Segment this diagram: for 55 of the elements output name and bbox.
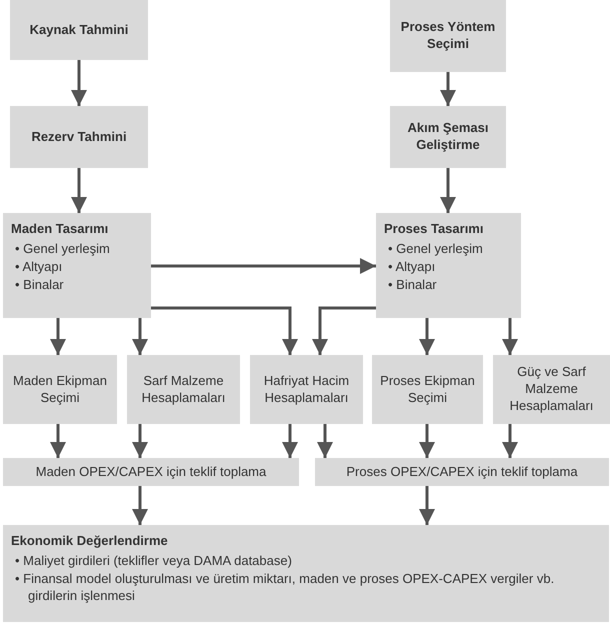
process-box (3, 213, 151, 318)
box-label: Sarf Malzeme Hesaplamaları (140, 372, 226, 406)
process-box (390, 0, 506, 72)
bullet-item: • Genel yerleşim (388, 240, 484, 258)
process-box (250, 355, 363, 424)
arrow (50, 318, 66, 355)
box-label: Rezerv Tahmini (31, 128, 127, 146)
box-label: Güç ve Sarf Malzeme Hesaplamaları (508, 364, 594, 415)
box-heading: Proses Tasarımı (384, 221, 484, 238)
arrow (71, 60, 87, 106)
arrow (312, 306, 376, 355)
box-label: Kaynak Tahmini (30, 22, 128, 38)
process-box (493, 355, 610, 424)
process-box (376, 213, 521, 318)
arrow (419, 424, 435, 458)
box-label: Akım Şeması Geliştirme (406, 120, 490, 154)
process-box (315, 458, 609, 486)
arrow (132, 486, 148, 525)
bullet-item: • Altyapı (388, 258, 436, 276)
arrow (502, 318, 518, 355)
box-label: Proses Ekipman Seçimi (379, 372, 476, 406)
arrow (50, 424, 66, 458)
arrow (282, 424, 298, 458)
process-box (372, 355, 483, 424)
process-box (127, 355, 240, 424)
arrow (419, 318, 435, 355)
bullet-item: • Altyapı (15, 258, 64, 276)
box-label: Maden Ekipman Seçimi (12, 372, 108, 406)
arrow (419, 486, 435, 525)
arrow (502, 424, 518, 458)
process-box (3, 525, 609, 622)
arrow (440, 72, 456, 106)
arrow (132, 424, 148, 458)
box-label: Proses Yöntem Seçimi (400, 19, 496, 53)
arrow (440, 168, 456, 213)
arrow (132, 318, 148, 355)
bullet-item: • Finansal model oluşturulması ve üretim miktarı, maden ve proses OPEX-CAPEX vergiler vb. girdilerin işlenmesi (15, 570, 556, 605)
box-label: Proses OPEX/CAPEX için teklif toplama (346, 464, 578, 480)
process-box (10, 106, 148, 168)
box-heading: Maden Tasarımı (11, 221, 110, 238)
arrow (151, 258, 376, 274)
arrow (71, 168, 87, 213)
box-label: Hafriyat Hacim Hesaplamaları (262, 372, 350, 406)
box-heading: Ekonomik Değerlendirme (11, 533, 169, 550)
bullet-item: • Binalar (388, 276, 438, 294)
process-box (3, 355, 117, 424)
bullet-item: • Binalar (15, 276, 65, 294)
bullet-item: • Maliyet girdileri (teklifler veya DAMA database) (15, 552, 293, 570)
arrow (317, 424, 333, 458)
arrow (151, 306, 298, 355)
process-box (3, 458, 299, 486)
box-label: Maden OPEX/CAPEX için teklif toplama (36, 464, 266, 480)
process-box (390, 106, 506, 168)
process-box (10, 0, 148, 60)
bullet-item: • Genel yerleşim (15, 240, 111, 258)
